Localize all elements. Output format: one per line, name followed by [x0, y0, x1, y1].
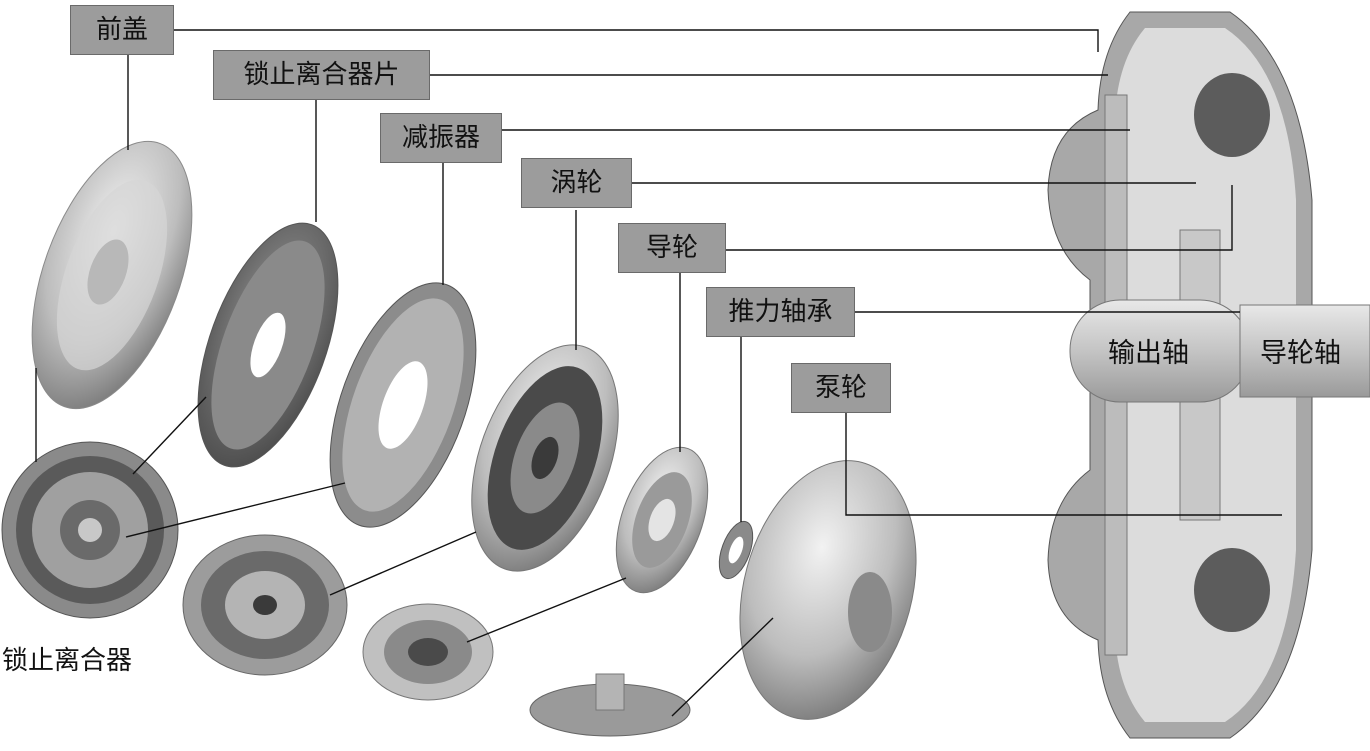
leader-pump-to-wheel: [671, 617, 774, 717]
leader-pump-right: [845, 413, 1282, 516]
leader-damper-to-clutch: [125, 482, 346, 538]
stator-wheel-assembly: [362, 603, 494, 701]
thrust-bearing-part: [718, 520, 754, 580]
leader-turbine-to-wheel: [329, 531, 477, 596]
stator-shaft-part: [1239, 304, 1370, 398]
front-cover-part: [31, 140, 193, 410]
turbine-part: [471, 344, 619, 572]
label-stator: 导轮: [618, 223, 726, 273]
label-lockup-plate: 锁止离合器片: [213, 50, 430, 100]
lockup-plate-part: [197, 222, 339, 468]
label-stator-shaft: 导轮轴: [1260, 338, 1341, 369]
lockup-clutch-assembly: [1, 441, 179, 619]
leader-stator-to-wheel: [466, 577, 627, 643]
pump-wheel-assembly: [529, 673, 691, 737]
leader-front-cover-right: [174, 29, 1099, 52]
leader-stator-right: [726, 185, 1233, 251]
label-output-shaft: 输出轴: [1108, 338, 1189, 369]
label-front-cover: 前盖: [70, 5, 174, 55]
label-lockup-clutch: 锁止离合器: [2, 646, 133, 676]
damper-part: [329, 282, 477, 528]
pump-part: [739, 460, 917, 720]
label-turbine: 涡轮: [521, 158, 632, 208]
stator-part: [615, 446, 709, 594]
turbine-wheel-assembly: [182, 534, 348, 676]
leader-plate-to-clutch: [132, 396, 207, 475]
label-damper: 减振器: [380, 113, 502, 163]
leader-lines: [35, 29, 1282, 717]
label-pump: 泵轮: [791, 363, 891, 413]
label-thrust-bearing: 推力轴承: [706, 287, 855, 337]
